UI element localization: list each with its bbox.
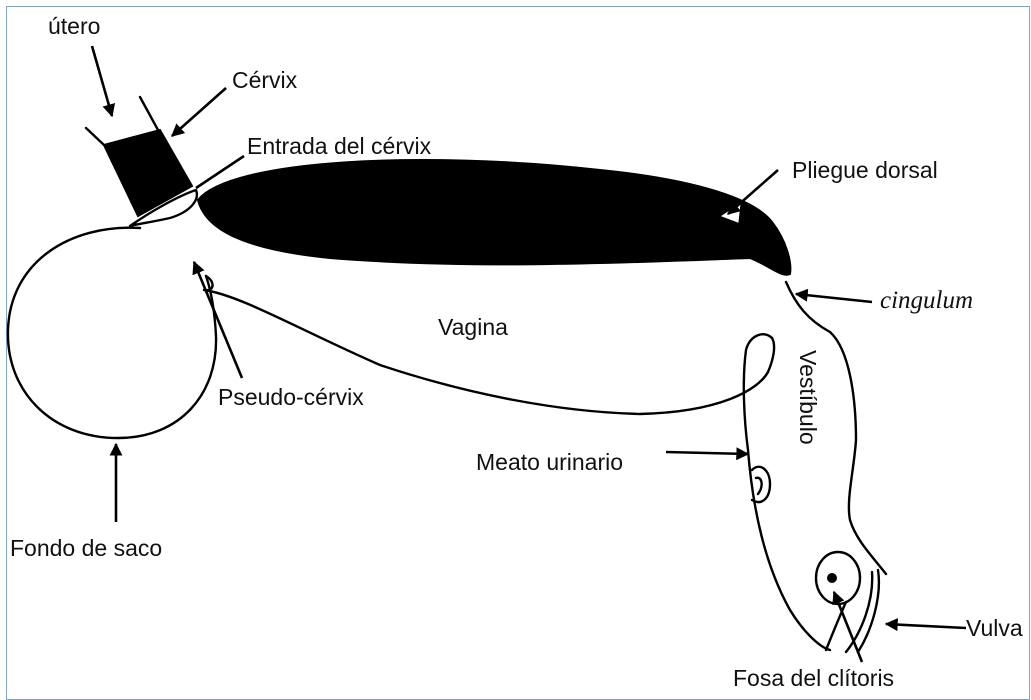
label-cingulum: cingulum <box>880 287 973 314</box>
meato-opening-inner <box>754 476 763 496</box>
utero-wall-left <box>84 126 106 147</box>
vulva-lip-inner <box>844 570 874 654</box>
clitoris-dot <box>827 573 837 583</box>
vulva-lip-outer <box>856 568 880 654</box>
label-fosa-clitoris: Fosa del clítoris <box>733 665 894 691</box>
arrow-cingulum <box>794 288 873 304</box>
pliegue-dorsal-shape <box>196 159 792 276</box>
arrow-pseudo-cervix <box>192 260 244 379</box>
vulva-lip-left <box>824 600 848 652</box>
label-entrada-cervix: Entrada del cérvix <box>247 133 432 159</box>
arrow-vulva <box>884 618 967 632</box>
fondo-de-saco-outline <box>6 226 218 440</box>
utero-wall-right <box>138 95 160 132</box>
arrow-utero <box>90 45 116 118</box>
cervix-block <box>102 128 194 218</box>
label-pliegue-dorsal: Pliegue dorsal <box>792 157 938 183</box>
line-entrada-cervix <box>195 154 245 190</box>
label-vestibulo: Vestíbulo <box>795 350 821 445</box>
arrow-pliegue-dorsal <box>727 169 779 215</box>
vestibulo-outer-wall <box>784 280 888 576</box>
meato-opening <box>750 465 772 504</box>
label-vagina: Vagina <box>438 314 508 340</box>
label-fondo-saco: Fondo de saco <box>10 535 162 561</box>
arrow-cervix <box>171 87 227 137</box>
label-cervix: Cérvix <box>232 67 298 93</box>
entrada-cervix-outline <box>128 188 199 228</box>
label-utero: útero <box>48 13 100 39</box>
vagina-lower-wall <box>202 274 776 416</box>
label-pseudo-cervix: Pseudo-cérvix <box>218 384 364 410</box>
label-meato-urinario: Meato urinario <box>476 449 623 475</box>
arrow-fosa-clitoris <box>832 590 864 663</box>
arrow-meato <box>665 447 750 461</box>
fosa-clitoris-outline <box>814 550 862 606</box>
label-vulva: Vulva <box>966 615 1023 641</box>
